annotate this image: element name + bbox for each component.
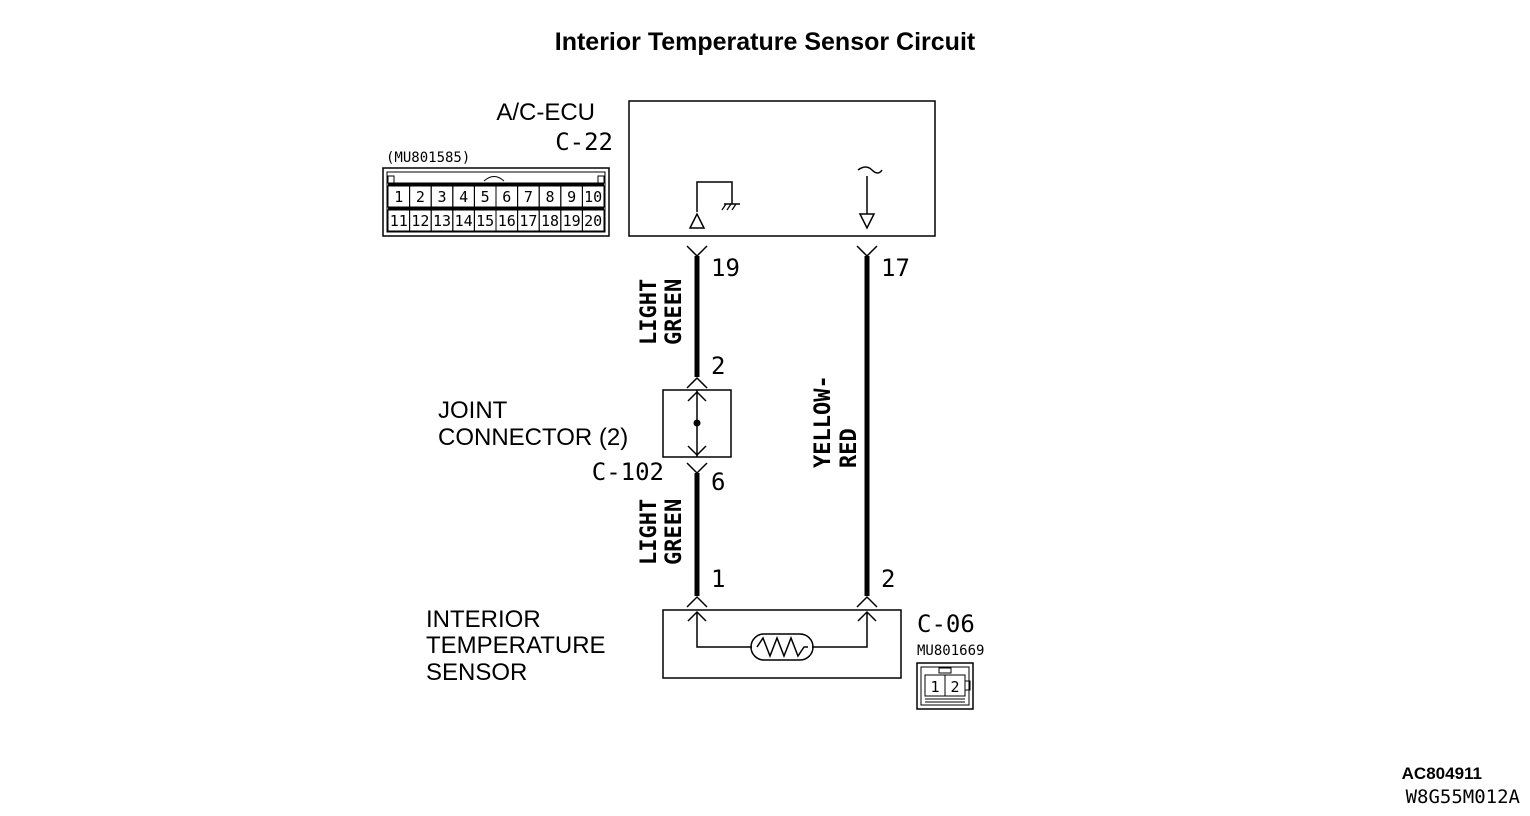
ecu-box — [628, 100, 936, 237]
wire-color-upper-left-line1: LIGHT — [637, 279, 662, 345]
ecu-pin-17: 17 — [881, 254, 910, 282]
ecu-cavity-cell — [581, 185, 605, 208]
ecu-cavity-number: 14 — [455, 212, 473, 230]
sensor-connector-face: 1 2 — [916, 662, 974, 710]
sensor-pin-1: 1 — [711, 565, 725, 593]
sensor-name-line3: SENSOR — [426, 659, 527, 686]
ecu-cavity-number: 6 — [502, 188, 511, 206]
sensor-name-line1: INTERIOR — [426, 606, 541, 633]
wire-color-right-line2: RED — [837, 428, 862, 468]
figure-code: AC804911 — [1402, 764, 1482, 783]
ecu-cavity-number: 16 — [498, 212, 516, 230]
ecu-cavity-cell — [581, 209, 605, 232]
thermistor-symbol — [750, 633, 814, 661]
sensor-connector-id: C-06 — [917, 610, 975, 638]
wire-color-lower-left-line1: LIGHT — [637, 499, 662, 565]
wire-color-right-line1: YELLOW- — [811, 375, 836, 468]
ecu-cavity-number: 7 — [524, 188, 533, 206]
wire-left-lower — [686, 462, 708, 608]
joint-connector-name-line2: CONNECTOR (2) — [438, 424, 628, 451]
sensor-box — [662, 609, 902, 679]
ecu-cavity-number: 8 — [545, 188, 554, 206]
joint-connector-box — [662, 389, 732, 458]
ecu-cavity-number: 3 — [437, 188, 446, 206]
ecu-cavity-number: 2 — [416, 188, 425, 206]
sensor-cavity-1: 1 — [930, 678, 939, 696]
ecu-cavity-number: 19 — [563, 212, 581, 230]
ecu-cavity-number: 9 — [567, 188, 576, 206]
ecu-connector-part-number: (MU801585) — [386, 150, 470, 166]
joint-connector-id: C-102 — [592, 458, 664, 486]
sensor-name-line2: TEMPERATURE — [426, 632, 606, 659]
wire-left-upper — [686, 245, 708, 389]
ecu-cavity-number: 11 — [390, 212, 408, 230]
diagram-title: Interior Temperature Sensor Circuit — [555, 28, 976, 56]
ecu-ground-symbol — [688, 181, 740, 229]
ecu-cavity-number: 15 — [476, 212, 494, 230]
ecu-cavity-number: 1 — [394, 188, 403, 206]
wire-color-lower-left: LIGHT GREEN — [637, 499, 687, 565]
figure-ref-code: W8G55M012A — [1406, 786, 1521, 808]
wire-color-upper-left: LIGHT GREEN — [637, 279, 687, 345]
wire-color-lower-left-line2: GREEN — [662, 499, 687, 565]
ecu-name-label: A/C-ECU — [496, 99, 595, 126]
ecu-cavity-number: 13 — [433, 212, 451, 230]
ecu-cavity-number: 10 — [584, 188, 602, 206]
wire-color-upper-left-line2: GREEN — [662, 279, 687, 345]
ecu-cavity-number: 4 — [459, 188, 468, 206]
wire-right — [856, 245, 878, 608]
joint-pin-top: 2 — [711, 352, 725, 380]
ecu-cavity-number: 20 — [584, 212, 602, 230]
ecu-cavity-number: 17 — [519, 212, 537, 230]
ecu-cavity-number: 5 — [481, 188, 490, 206]
ecu-cavity-number: 12 — [411, 212, 429, 230]
joint-connector-name-line1: JOINT — [438, 397, 508, 424]
sensor-connector-part-number: MU801669 — [917, 643, 984, 659]
ecu-pin-19: 19 — [711, 254, 740, 282]
ecu-connector-id: C-22 — [555, 128, 613, 156]
wire-color-right: YELLOW- RED — [811, 375, 862, 468]
ecu-cavity-number: 18 — [541, 212, 559, 230]
sensor-cavity-2: 2 — [950, 678, 959, 696]
ecu-signal-symbol — [857, 166, 883, 230]
sensor-pin-2: 2 — [881, 565, 895, 593]
joint-pin-bottom: 6 — [711, 468, 725, 496]
